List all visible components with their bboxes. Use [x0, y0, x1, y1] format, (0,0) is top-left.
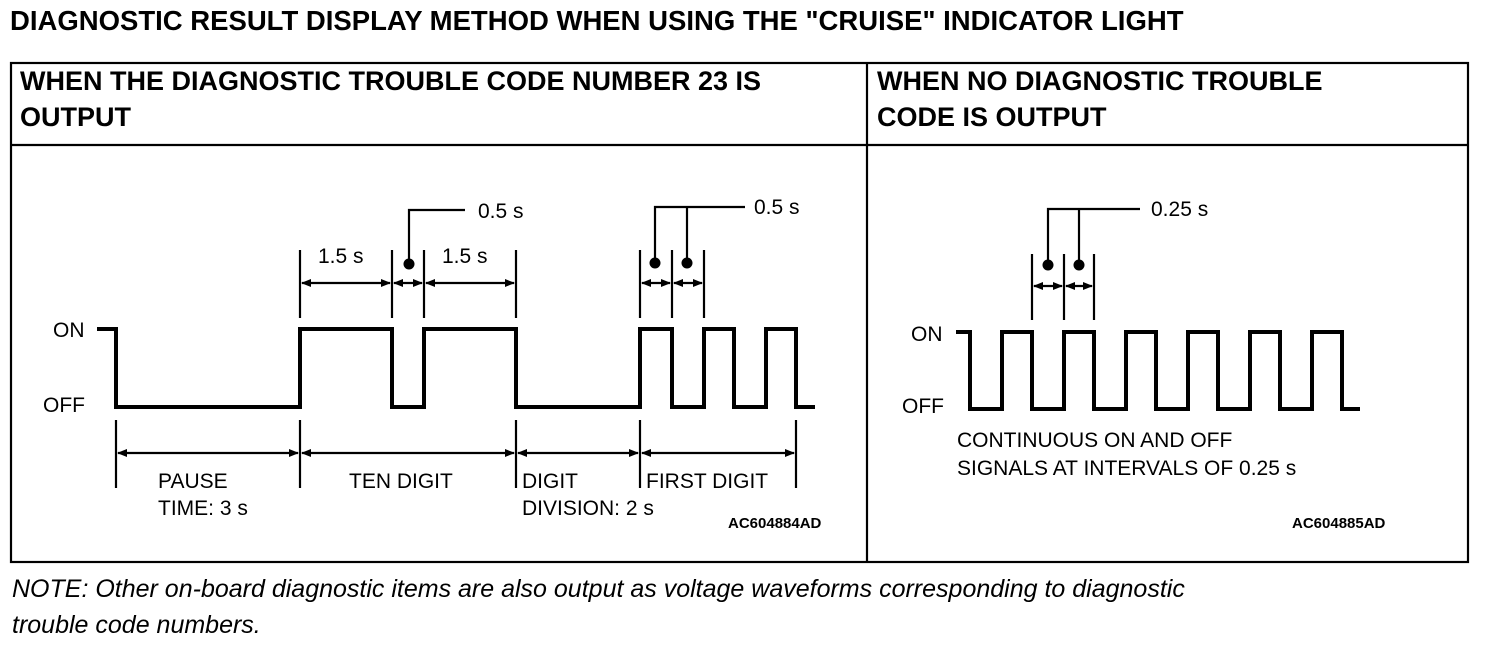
label-pause-line1: PAUSE: [158, 470, 228, 493]
label-division-line2: DIVISION: 2 s: [522, 497, 654, 520]
left-bottom-timing: PAUSE TIME: 3 s TEN DIGIT DIGIT DIVISION…: [114, 420, 798, 520]
note-line2: trouble code numbers.: [12, 611, 261, 639]
label-division-line1: DIGIT: [522, 470, 578, 493]
label-ten-half-second: 0.5 s: [478, 200, 524, 223]
page-title: DIAGNOSTIC RESULT DISPLAY METHOD WHEN US…: [10, 5, 1184, 36]
label-quarter-second: 0.25 s: [1151, 198, 1208, 221]
label-pause-line2: TIME: 3 s: [158, 497, 248, 520]
left-figure-code: AC604884AD: [728, 515, 822, 532]
table-frame: [9, 61, 1470, 564]
right-header-line2: CODE IS OUTPUT: [877, 102, 1107, 132]
label-ten-digit: TEN DIGIT: [349, 470, 453, 493]
left-header-line2: OUTPUT: [20, 102, 132, 132]
left-on-label: ON: [53, 319, 85, 342]
right-on-label: ON: [911, 323, 943, 346]
left-waveform-panel: ON OFF 0.5 s 1.5 s 1.5 s 0.5: [43, 196, 822, 532]
label-ten-on-right: 1.5 s: [442, 245, 488, 268]
right-header-line1: WHEN NO DIAGNOSTIC TROUBLE: [877, 66, 1323, 96]
left-off-label: OFF: [43, 394, 85, 417]
left-header-line1: WHEN THE DIAGNOSTIC TROUBLE CODE NUMBER …: [20, 66, 761, 96]
right-off-label: OFF: [902, 395, 944, 418]
right-desc-line2: SIGNALS AT INTERVALS OF 0.25 s: [957, 457, 1296, 480]
left-waveform: [97, 327, 815, 409]
right-waveform-panel: ON OFF 0.25 s CONTINUOUS ON AND OFF SIGN…: [902, 198, 1386, 532]
right-desc-line1: CONTINUOUS ON AND OFF: [957, 429, 1232, 452]
left-top-timing: 0.5 s 1.5 s 1.5 s 0.5 s: [298, 196, 800, 318]
label-first-half-second: 0.5 s: [754, 196, 800, 219]
right-figure-code: AC604885AD: [1292, 515, 1386, 532]
label-first-digit: FIRST DIGIT: [646, 470, 768, 493]
right-waveform: [956, 330, 1360, 411]
note-line1: NOTE: Other on-board diagnostic items ar…: [12, 575, 1185, 603]
right-top-timing: 0.25 s: [1030, 198, 1208, 320]
label-ten-on-left: 1.5 s: [318, 245, 364, 268]
